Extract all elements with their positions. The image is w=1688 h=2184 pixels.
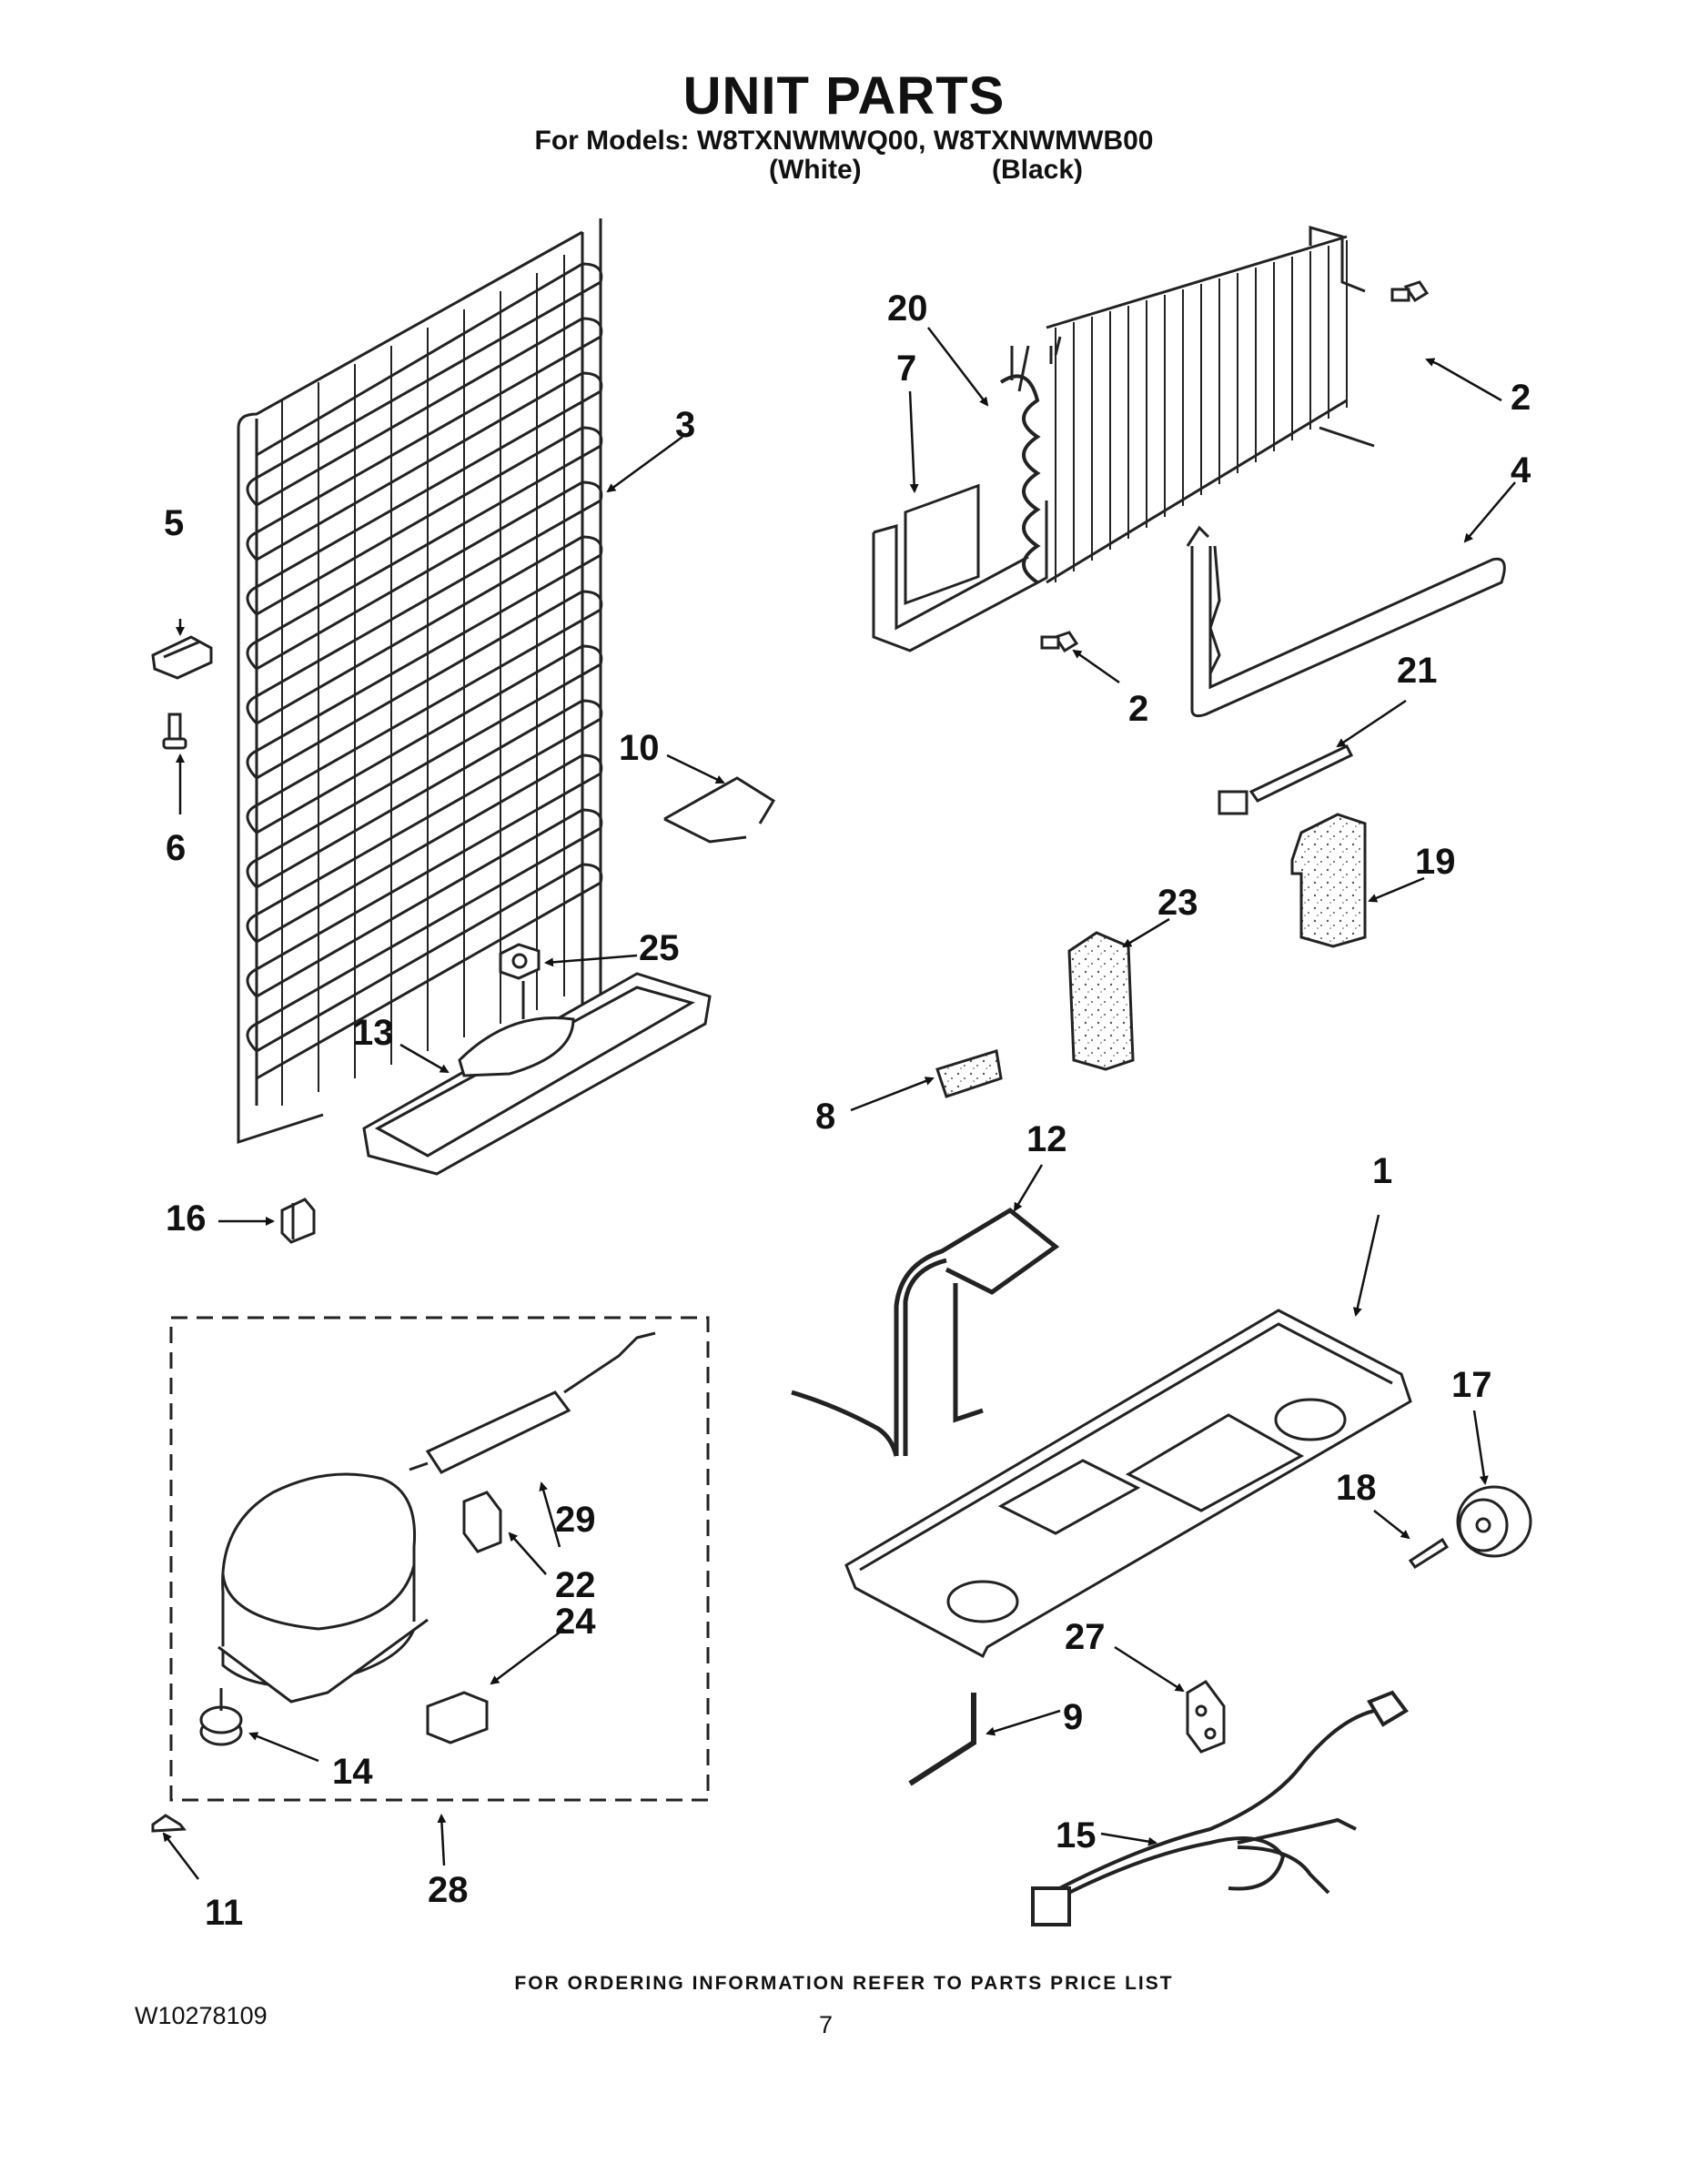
wire-harness-part-15 xyxy=(1031,1690,1409,1926)
fan-part-17 xyxy=(1456,1485,1532,1558)
insulation-part-8 xyxy=(935,1049,1003,1098)
evaporator xyxy=(872,226,1375,652)
cable-tie-part-21 xyxy=(1218,744,1354,815)
models-line: For Models: W8TXNWMWQ00, W8TXNWMWB00 xyxy=(534,126,1154,156)
callout-16: 16 xyxy=(166,1198,207,1239)
callout-21: 21 xyxy=(1397,651,1438,691)
insulation-part-19 xyxy=(1290,813,1367,948)
callout-28: 28 xyxy=(428,1870,469,1910)
callout-11: 11 xyxy=(205,1893,243,1933)
clip-part-11 xyxy=(151,1814,187,1833)
callout-20: 20 xyxy=(887,288,928,329)
callout-2-lower: 2 xyxy=(1128,689,1148,729)
screw-part-6 xyxy=(162,713,187,750)
document-number: W10278109 xyxy=(135,2002,268,2029)
page-title: UNIT PARTS xyxy=(682,66,1006,126)
drain-pan-part-13 xyxy=(362,972,712,1176)
rod-part-9 xyxy=(908,1693,976,1786)
callout-25: 25 xyxy=(639,928,680,968)
callout-4: 4 xyxy=(1511,450,1531,490)
callout-29: 29 xyxy=(555,1500,596,1540)
callout-5: 5 xyxy=(164,503,184,543)
callout-3: 3 xyxy=(675,405,695,445)
callout-2-upper: 2 xyxy=(1511,378,1531,418)
callout-17: 17 xyxy=(1451,1365,1492,1405)
tube-part-12 xyxy=(791,1207,1060,1457)
callout-9: 9 xyxy=(1063,1697,1083,1737)
callout-7: 7 xyxy=(896,349,916,389)
callout-6: 6 xyxy=(166,828,186,868)
compressor-part xyxy=(217,1472,429,1704)
bracket-part-5 xyxy=(151,635,213,680)
filter-drier-part-29 xyxy=(409,1331,656,1474)
condenser-coil xyxy=(237,218,603,1145)
defrost-heater-part-4 xyxy=(1186,525,1506,718)
callout-13: 13 xyxy=(353,1013,394,1053)
overload-part-24 xyxy=(426,1691,489,1744)
callout-23: 23 xyxy=(1157,883,1198,923)
grommet-part-14 xyxy=(199,1688,243,1746)
callout-8: 8 xyxy=(815,1097,835,1137)
insulation-part-23 xyxy=(1067,931,1135,1071)
nut-part-25 xyxy=(499,943,541,1019)
callout-12: 12 xyxy=(1026,1119,1067,1159)
callout-18: 18 xyxy=(1336,1468,1377,1508)
bracket-part-27 xyxy=(1186,1680,1226,1754)
page-number: 7 xyxy=(819,2011,834,2038)
callout-24: 24 xyxy=(555,1602,596,1642)
color-black-label: (Black) xyxy=(992,155,1084,185)
compressor-group-box xyxy=(169,1316,710,1802)
callout-14: 14 xyxy=(332,1752,373,1792)
callout-15: 15 xyxy=(1056,1815,1097,1855)
clip-part-16 xyxy=(280,1198,316,1244)
screw-part-2-right xyxy=(1390,280,1430,303)
wire-clip-part-10 xyxy=(663,776,776,844)
pin-part-18 xyxy=(1408,1537,1450,1570)
base-plate-part-1 xyxy=(844,1309,1412,1659)
leader-arrows xyxy=(162,327,1516,1880)
screw-part-2-center xyxy=(1040,631,1079,653)
color-white-label: (White) xyxy=(769,155,862,185)
ordering-note: FOR ORDERING INFORMATION REFER TO PARTS … xyxy=(514,1973,1174,1994)
callout-1: 1 xyxy=(1372,1151,1392,1191)
callout-22: 22 xyxy=(555,1565,596,1605)
callout-27: 27 xyxy=(1065,1617,1106,1657)
callout-19: 19 xyxy=(1415,842,1456,882)
relay-part-22 xyxy=(462,1491,502,1553)
callout-10: 10 xyxy=(619,728,660,768)
